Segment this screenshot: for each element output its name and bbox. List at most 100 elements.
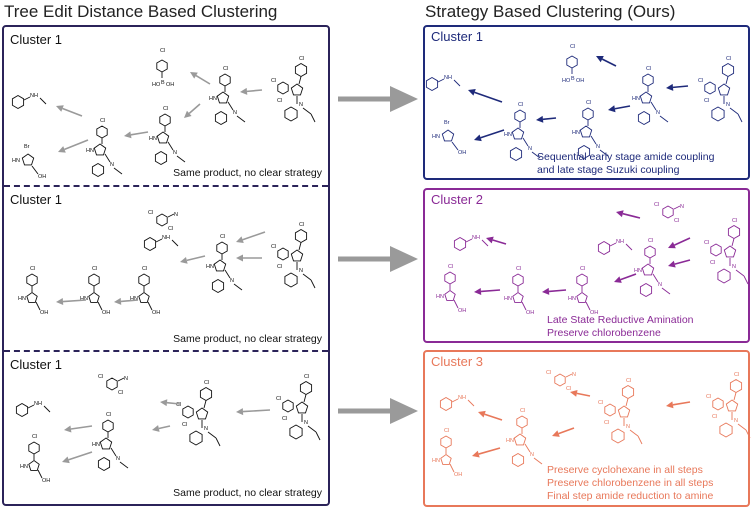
right3-cyclohexylamine: NH — [439, 395, 475, 412]
atom-label: HO — [562, 78, 571, 84]
atom-label: Cl — [106, 412, 111, 418]
right-section-title: Strategy Based Clustering (Ours) — [425, 2, 676, 21]
left2-arrow-1 — [236, 231, 266, 244]
atom-label: Cl — [710, 260, 715, 266]
atom-label: N — [732, 264, 736, 270]
atom-label: Cl — [654, 202, 659, 208]
right-cluster-3-note-line-3: Final step amide reduction to amine — [547, 490, 714, 502]
atom-label: NH — [472, 235, 480, 241]
atom-label: N — [299, 268, 303, 274]
atom-label: HN — [209, 96, 217, 102]
atom-label: B — [161, 80, 165, 86]
atom-label: Br — [24, 144, 30, 150]
left-cluster-1-row: Cluster 1 Same product, no clear strateg… — [4, 27, 328, 185]
right2-cyclohexylamine: NH — [453, 235, 489, 252]
right3-arrow-2 — [570, 389, 591, 397]
atom-label: HN — [80, 296, 88, 302]
atom-label: HN — [149, 136, 157, 142]
left2-cyclohexylamine: NH — [143, 235, 179, 252]
atom-label: Cl — [674, 218, 679, 224]
atom-label: Cl — [444, 428, 449, 434]
right2-cyclohexylamine-extra: NH — [597, 239, 633, 256]
atom-label: Cl — [712, 414, 717, 420]
atom-label: Cl — [726, 56, 731, 62]
atom-label: N — [124, 376, 128, 382]
big-arrow-right-2 — [338, 246, 418, 272]
atom-label: OH — [42, 478, 50, 484]
atom-label: Cl — [698, 78, 703, 84]
atom-label: Cl — [448, 264, 453, 270]
atom-label: Cl — [148, 210, 153, 216]
atom-label: NH — [458, 395, 466, 401]
atom-label: HO — [152, 82, 161, 88]
atom-label: Cl — [277, 264, 282, 270]
right-cluster-3-note-line-1: Preserve cyclohexane in all steps — [547, 464, 703, 476]
atom-label: NH — [444, 75, 452, 81]
atom-label: NH — [162, 235, 170, 241]
left3-arrow-1 — [236, 408, 271, 416]
atom-label: OH — [166, 82, 174, 88]
atom-label: OH — [102, 310, 110, 316]
atom-label: N — [572, 372, 576, 378]
atom-label: Cl — [118, 390, 123, 396]
atom-label: HN — [436, 294, 444, 300]
atom-label: Br — [444, 120, 450, 126]
left1-arrow-5 — [56, 105, 83, 117]
atom-label: N — [734, 418, 738, 424]
atom-label: Cl — [271, 78, 276, 84]
right-cluster-2-note-line-2: Preserve chlorobenzene — [547, 327, 661, 339]
atom-label: Cl — [277, 98, 282, 104]
atom-label: Cl — [520, 408, 525, 414]
right2-arrow-4 — [614, 273, 637, 283]
atom-label: N — [116, 456, 120, 462]
left-cluster-3-label: Cluster 1 — [10, 357, 63, 372]
left3-arrow-3 — [152, 425, 171, 432]
atom-label: Cl — [98, 374, 103, 380]
right3-arrow-5 — [472, 447, 501, 458]
atom-label: Cl — [182, 422, 187, 428]
atom-label: Cl — [566, 386, 571, 392]
atom-label: HN — [92, 442, 100, 448]
atom-label: HN — [86, 148, 94, 154]
atom-label: HN — [634, 268, 642, 274]
right2-arrow-5 — [542, 287, 567, 295]
atom-label: Cl — [706, 394, 711, 400]
left1-cyclohexylamine: NH — [11, 93, 47, 110]
atom-label: Cl — [32, 434, 37, 440]
strategy-cluster-3-box: Cluster 3 Preserve cyclohexane in all st… — [423, 350, 750, 507]
atom-label: B — [571, 76, 575, 82]
atom-label: N — [528, 146, 532, 152]
atom-label: HN — [432, 134, 440, 140]
right1-arrow-6 — [474, 129, 505, 142]
atom-label: N — [173, 150, 177, 156]
atom-label: NH — [34, 401, 42, 407]
atom-label: N — [680, 204, 684, 210]
atom-label: N — [233, 110, 237, 116]
atom-label: HN — [572, 130, 580, 136]
atom-label: OH — [576, 78, 584, 84]
atom-label: Cl — [299, 56, 304, 62]
atom-label: Cl — [176, 402, 181, 408]
right-cluster-2-note: Late State Reductive Amination Preserve … — [547, 314, 694, 340]
right-cluster-1-note-line-2: and late stage Suzuki coupling — [537, 164, 680, 176]
right1-arrow-2 — [596, 56, 617, 67]
left3-arrow-4 — [64, 425, 93, 433]
atom-label: Cl — [142, 266, 147, 272]
